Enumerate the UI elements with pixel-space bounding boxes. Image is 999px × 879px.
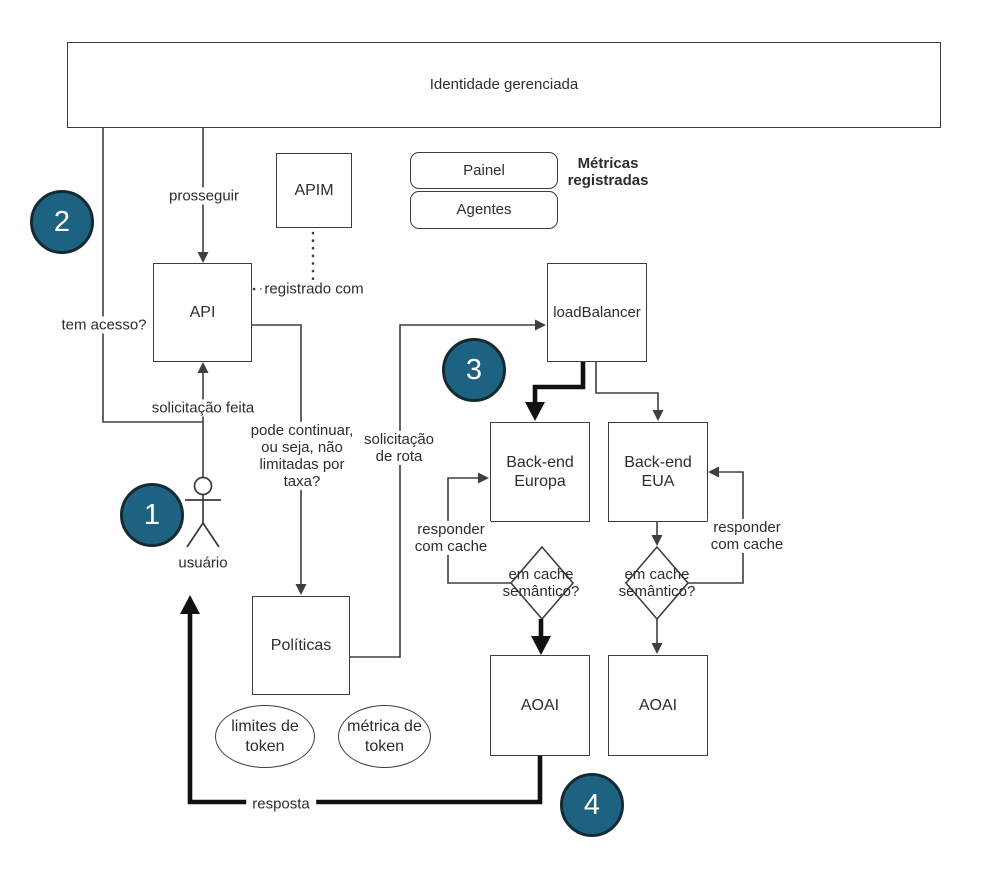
step-badge-3: 3 [442, 338, 506, 402]
token-metric-ellipse: métrica de token [338, 705, 431, 768]
api-box: API [153, 263, 252, 362]
solicitacao-rota-label: solicitação de rota [360, 430, 438, 466]
painel-box: Painel [410, 152, 558, 189]
managed-identity-box: Identidade gerenciada [67, 42, 941, 128]
load-balancer-box: loadBalancer [547, 263, 647, 362]
agentes-box: Agentes [410, 191, 558, 229]
responder-cache-right-label: responder com cache [707, 518, 787, 554]
registrado-com-label: registrado com [261, 280, 367, 298]
load-balancer-label: loadBalancer [553, 303, 641, 321]
agentes-label: Agentes [456, 201, 512, 218]
tem-acesso-label: tem acesso? [58, 316, 150, 334]
cache-diamond-left-label: em cache semântico? [502, 565, 580, 600]
responder-cache-left-label: responder com cache [411, 520, 491, 556]
user-actor-icon [185, 476, 221, 548]
solicitacao-feita-label: solicitação feita [148, 399, 258, 417]
prosseguir-label: prosseguir [165, 187, 243, 205]
backend-usa-box: Back-end EUA [608, 422, 708, 522]
apim-box: APIM [276, 153, 352, 228]
metrics-recorded-label: Métricas registradas [564, 154, 652, 190]
managed-identity-label: Identidade gerenciada [429, 76, 579, 93]
apim-label: APIM [294, 181, 334, 199]
cache-diamond-right-label: em cache semântico? [618, 565, 696, 600]
step-badge-4: 4 [560, 773, 624, 837]
token-limits-label: limites de token [231, 718, 299, 755]
backend-europe-label: Back-end Europa [506, 453, 574, 490]
step-badge-1: 1 [120, 483, 184, 547]
cache-diamond-shapes [509, 545, 690, 621]
thick-connectors [187, 362, 586, 805]
thick-arrowheads [180, 402, 551, 655]
aoai-europe-label: AOAI [520, 696, 560, 714]
usuario-label: usuário [178, 554, 228, 572]
painel-label: Painel [463, 161, 505, 179]
resposta-label: resposta [246, 795, 316, 813]
token-metric-label: métrica de token [347, 718, 422, 755]
api-label: API [189, 303, 216, 321]
backend-europe-box: Back-end Europa [490, 422, 590, 522]
pode-continuar-label: pode continuar, ou seja, não limitadas p… [247, 421, 357, 491]
thin-arrowheads [197, 252, 719, 654]
politicas-box: Políticas [252, 596, 350, 695]
backend-usa-label: Back-end EUA [624, 453, 692, 490]
aoai-usa-label: AOAI [638, 696, 678, 714]
aoai-usa-box: AOAI [608, 655, 708, 756]
token-limits-ellipse: limites de token [215, 705, 315, 768]
step-badge-2: 2 [30, 190, 94, 254]
aoai-europe-box: AOAI [490, 655, 590, 756]
politicas-label: Políticas [270, 636, 332, 654]
